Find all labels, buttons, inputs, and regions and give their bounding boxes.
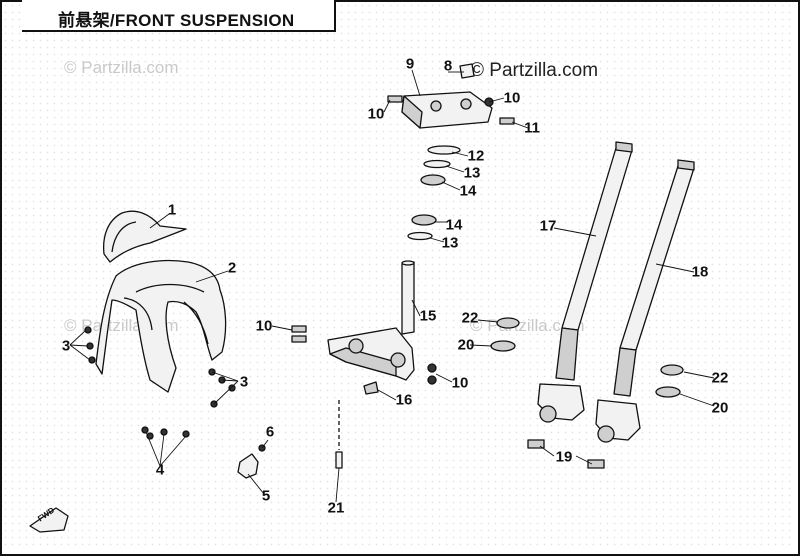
callout-17[interactable]: 17	[539, 217, 557, 235]
part-stem-washers	[407, 145, 461, 241]
callout-18[interactable]: 18	[691, 263, 709, 281]
callout-3[interactable]: 3	[61, 337, 71, 355]
callout-12[interactable]: 12	[467, 147, 485, 165]
callout-4[interactable]: 4	[155, 461, 165, 479]
callout-2[interactable]: 2	[227, 259, 237, 277]
title-box: 前悬架/FRONT SUSPENSION	[22, 0, 336, 32]
callout-20[interactable]: 20	[457, 336, 475, 354]
callout-21[interactable]: 21	[327, 499, 345, 517]
part-steering-stem	[291, 260, 437, 395]
leader-lines	[69, 69, 715, 503]
callout-13[interactable]: 13	[441, 234, 459, 252]
callout-6[interactable]: 6	[265, 423, 275, 441]
part-fork-leg-right	[587, 159, 695, 469]
callout-1[interactable]: 1	[167, 201, 177, 219]
part-axle	[335, 400, 343, 469]
callout-9[interactable]: 9	[405, 55, 415, 73]
callout-22[interactable]: 22	[711, 369, 729, 387]
callout-22[interactable]: 22	[461, 309, 479, 327]
callout-16[interactable]: 16	[395, 391, 413, 409]
fender-fasteners	[84, 326, 236, 440]
forward-marker-shape	[29, 507, 69, 533]
callout-15[interactable]: 15	[419, 307, 437, 325]
watermark-main: © Partzilla.com	[470, 60, 599, 81]
callout-10[interactable]: 10	[367, 105, 385, 123]
part-fork-seals	[490, 317, 684, 398]
watermark-faint: © Partzilla.com	[64, 58, 179, 77]
part-front-fender	[95, 259, 227, 393]
callout-20[interactable]: 20	[711, 399, 729, 417]
callout-14[interactable]: 14	[445, 216, 463, 234]
callout-10[interactable]: 10	[255, 317, 273, 335]
callout-5[interactable]: 5	[261, 487, 271, 505]
part-upper-triple-clamp	[387, 63, 515, 129]
callout-19[interactable]: 19	[555, 448, 573, 466]
page-title: 前悬架/FRONT SUSPENSION	[58, 11, 295, 30]
callout-8[interactable]: 8	[443, 57, 453, 75]
callout-10[interactable]: 10	[451, 374, 469, 392]
part-bracket	[237, 444, 266, 479]
callout-14[interactable]: 14	[459, 182, 477, 200]
callout-10[interactable]: 10	[503, 89, 521, 107]
callout-11[interactable]: 11	[524, 119, 540, 137]
part-fork-leg-left	[527, 141, 633, 449]
callout-13[interactable]: 13	[463, 164, 481, 182]
callout-3[interactable]: 3	[239, 373, 249, 391]
part-headlight-cover	[102, 210, 187, 263]
